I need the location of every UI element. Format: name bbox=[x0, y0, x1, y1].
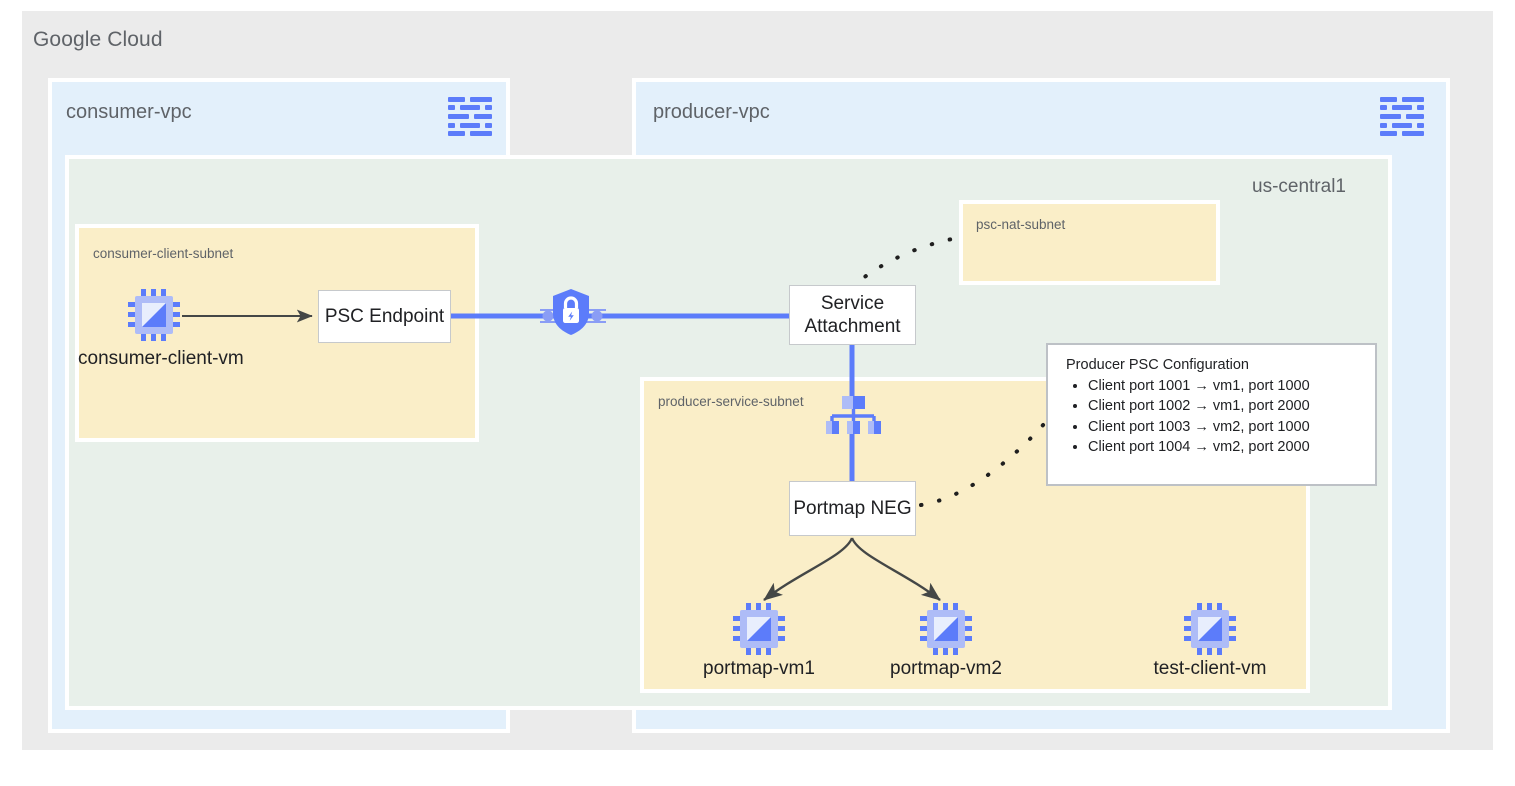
portmap-vm1-label: portmap-vm1 bbox=[703, 658, 815, 679]
info-card-list: Client port 1001 → vm1, port 1000 Client… bbox=[1066, 376, 1361, 457]
psc-nat-subnet-label: psc-nat-subnet bbox=[976, 217, 1066, 232]
portmap-vm2-label: portmap-vm2 bbox=[890, 658, 1002, 679]
compute-engine-icon bbox=[733, 603, 785, 655]
producer-vpc-title: producer-vpc bbox=[653, 101, 770, 123]
compute-engine-icon bbox=[920, 603, 972, 655]
producer-psc-configuration-card: Producer PSC Configuration Client port 1… bbox=[1046, 343, 1377, 486]
list-item: Client port 1004 → vm2, port 2000 bbox=[1088, 437, 1361, 457]
page-title: Google Cloud bbox=[33, 28, 163, 51]
service-attachment-line-1: Service bbox=[820, 292, 885, 314]
load-balancer-icon bbox=[824, 396, 881, 434]
compute-engine-icon bbox=[128, 289, 180, 341]
list-item: Client port 1003 → vm2, port 1000 bbox=[1088, 417, 1361, 437]
consumer-client-vm-label: consumer-client-vm bbox=[78, 348, 244, 369]
region-label: us-central1 bbox=[1252, 176, 1346, 197]
psc-endpoint-node[interactable]: PSC Endpoint bbox=[318, 290, 451, 343]
service-attachment-line-2: Attachment bbox=[804, 316, 901, 337]
psc-nat-subnet bbox=[959, 200, 1220, 285]
vpc-network-icon bbox=[448, 97, 492, 137]
test-client-vm-label: test-client-vm bbox=[1153, 658, 1267, 679]
compute-engine-icon bbox=[1184, 603, 1236, 655]
consumer-vpc-title: consumer-vpc bbox=[66, 101, 192, 123]
producer-service-subnet-label: producer-service-subnet bbox=[658, 394, 804, 409]
consumer-client-subnet-label: consumer-client-subnet bbox=[93, 246, 234, 261]
list-item: Client port 1002 → vm1, port 2000 bbox=[1088, 396, 1361, 416]
vpc-network-icon bbox=[1380, 97, 1424, 137]
list-item: Client port 1001 → vm1, port 1000 bbox=[1088, 376, 1361, 396]
private-service-connect-icon bbox=[551, 288, 591, 336]
portmap-neg-node[interactable]: Portmap NEG bbox=[789, 481, 916, 536]
service-attachment-node[interactable]: Service Attachment bbox=[789, 285, 916, 345]
info-card-title: Producer PSC Configuration bbox=[1066, 357, 1249, 373]
